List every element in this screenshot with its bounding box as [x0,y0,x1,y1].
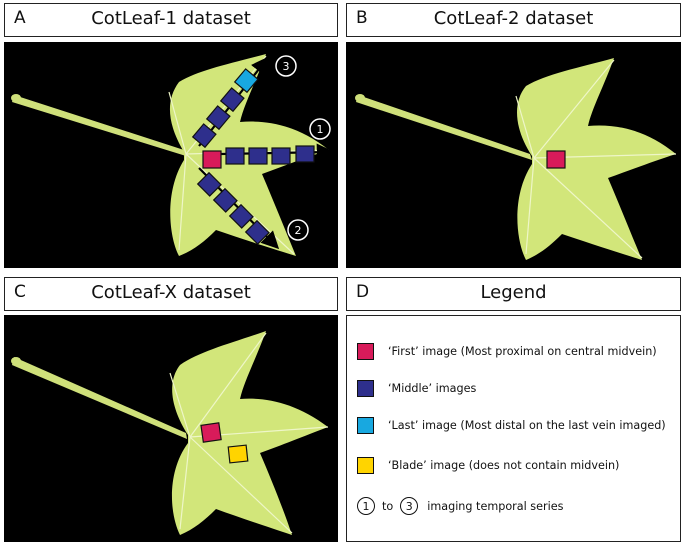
legend-blade: ‘Blade’ image (does not contain midvein) [357,453,619,477]
svg-text:2: 2 [295,224,302,237]
series-end-circle: 3 [400,497,419,515]
legend-last-label: ‘Last’ image (Most distal on the last ve… [388,418,666,432]
first-image-square [200,422,222,443]
panel-d-letter: D [356,282,370,302]
panel-a-title: CotLeaf-1 dataset [91,8,251,29]
panel-a-header: A CotLeaf-1 dataset [4,3,338,37]
legend-middle: ‘Middle’ images [357,376,476,400]
panel-c-header: C CotLeaf-X dataset [4,277,338,311]
panel-c-image [4,315,338,542]
leaf [11,331,329,535]
panel-a-letter: A [14,8,26,28]
middle-image-square [219,87,245,113]
series-start-circle: 1 [357,497,375,515]
panel-b-title: CotLeaf-2 dataset [433,8,594,29]
middle-image-square [228,203,254,229]
middle-image-square [191,123,217,149]
middle-image-square [196,171,222,197]
middle-image-square [225,147,245,165]
last-swatch [357,416,374,434]
legend-first: ‘First’ image (Most proximal on central … [357,339,657,363]
middle-image-square [244,219,270,245]
middle-swatch [357,379,374,397]
series-label-3: 3 [275,55,297,77]
legend-last: ‘Last’ image (Most distal on the last ve… [357,413,666,437]
panel-a-image: 3 1 2 [4,42,338,268]
first-image-square [202,150,222,169]
svg-text:1: 1 [317,123,324,136]
legend-series-to: to [382,499,394,513]
panel-c-title: CotLeaf-X dataset [91,282,251,303]
first-image-square [546,150,566,169]
panel-d-header: D Legend [346,277,681,311]
middle-image-square [205,105,231,131]
panel-b-image [346,42,681,268]
middle-image-square [248,147,268,165]
series-label-1: 1 [309,118,331,140]
first-swatch [357,342,374,360]
blade-image-square [227,444,249,464]
legend-middle-label: ‘Middle’ images [388,381,477,395]
middle-image-square [212,187,238,213]
last-image-square [233,68,259,94]
series-label-2: 2 [287,219,309,241]
leaf [355,58,677,260]
panel-b-letter: B [356,8,368,28]
panel-b-header: B CotLeaf-2 dataset [346,3,681,37]
legend-series: 1 to 3 imaging temporal series [357,494,563,518]
legend-series-label: imaging temporal series [427,499,564,513]
svg-text:3: 3 [283,60,290,73]
middle-image-square [271,147,291,165]
blade-swatch [357,456,374,474]
panel-d-title: Legend [480,282,547,303]
middle-image-square [295,145,315,163]
legend-box: ‘First’ image (Most proximal on central … [346,315,681,542]
panel-c-letter: C [14,282,26,302]
legend-first-label: ‘First’ image (Most proximal on central … [388,344,657,358]
legend-blade-label: ‘Blade’ image (does not contain midvein) [388,458,620,472]
